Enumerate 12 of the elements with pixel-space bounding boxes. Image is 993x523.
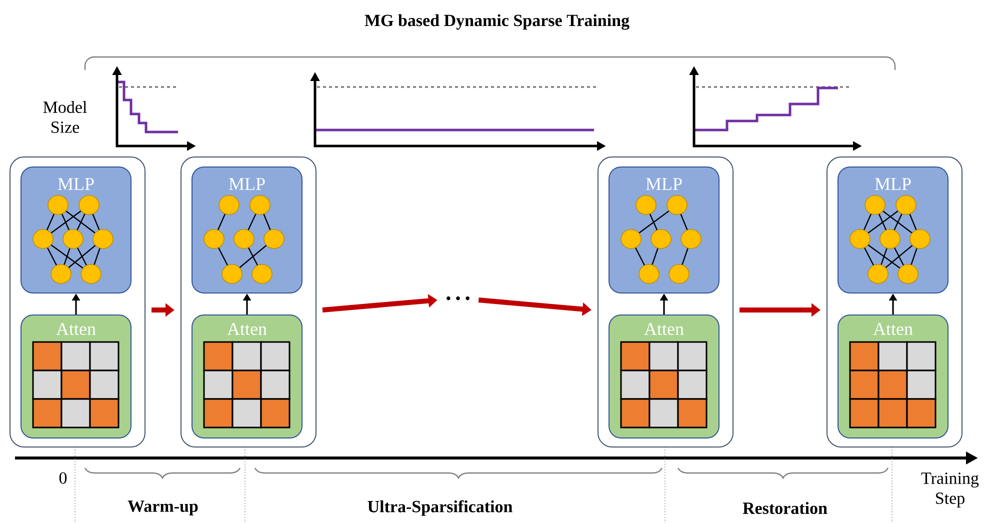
label: Model Size bbox=[43, 101, 87, 133]
label: Ultra-Sparsification bbox=[368, 500, 512, 516]
block-frame bbox=[180, 156, 316, 448]
block-frame bbox=[598, 156, 734, 448]
label: Warm-up bbox=[128, 500, 198, 516]
block-frame bbox=[826, 156, 962, 448]
block-frame bbox=[10, 156, 146, 448]
title: MG based Dynamic Sparse Training bbox=[364, 14, 630, 30]
label: 0 bbox=[59, 472, 67, 484]
ellipsis: • • • bbox=[446, 296, 470, 300]
label: Restoration bbox=[742, 502, 828, 514]
label: Training Step bbox=[921, 472, 979, 508]
